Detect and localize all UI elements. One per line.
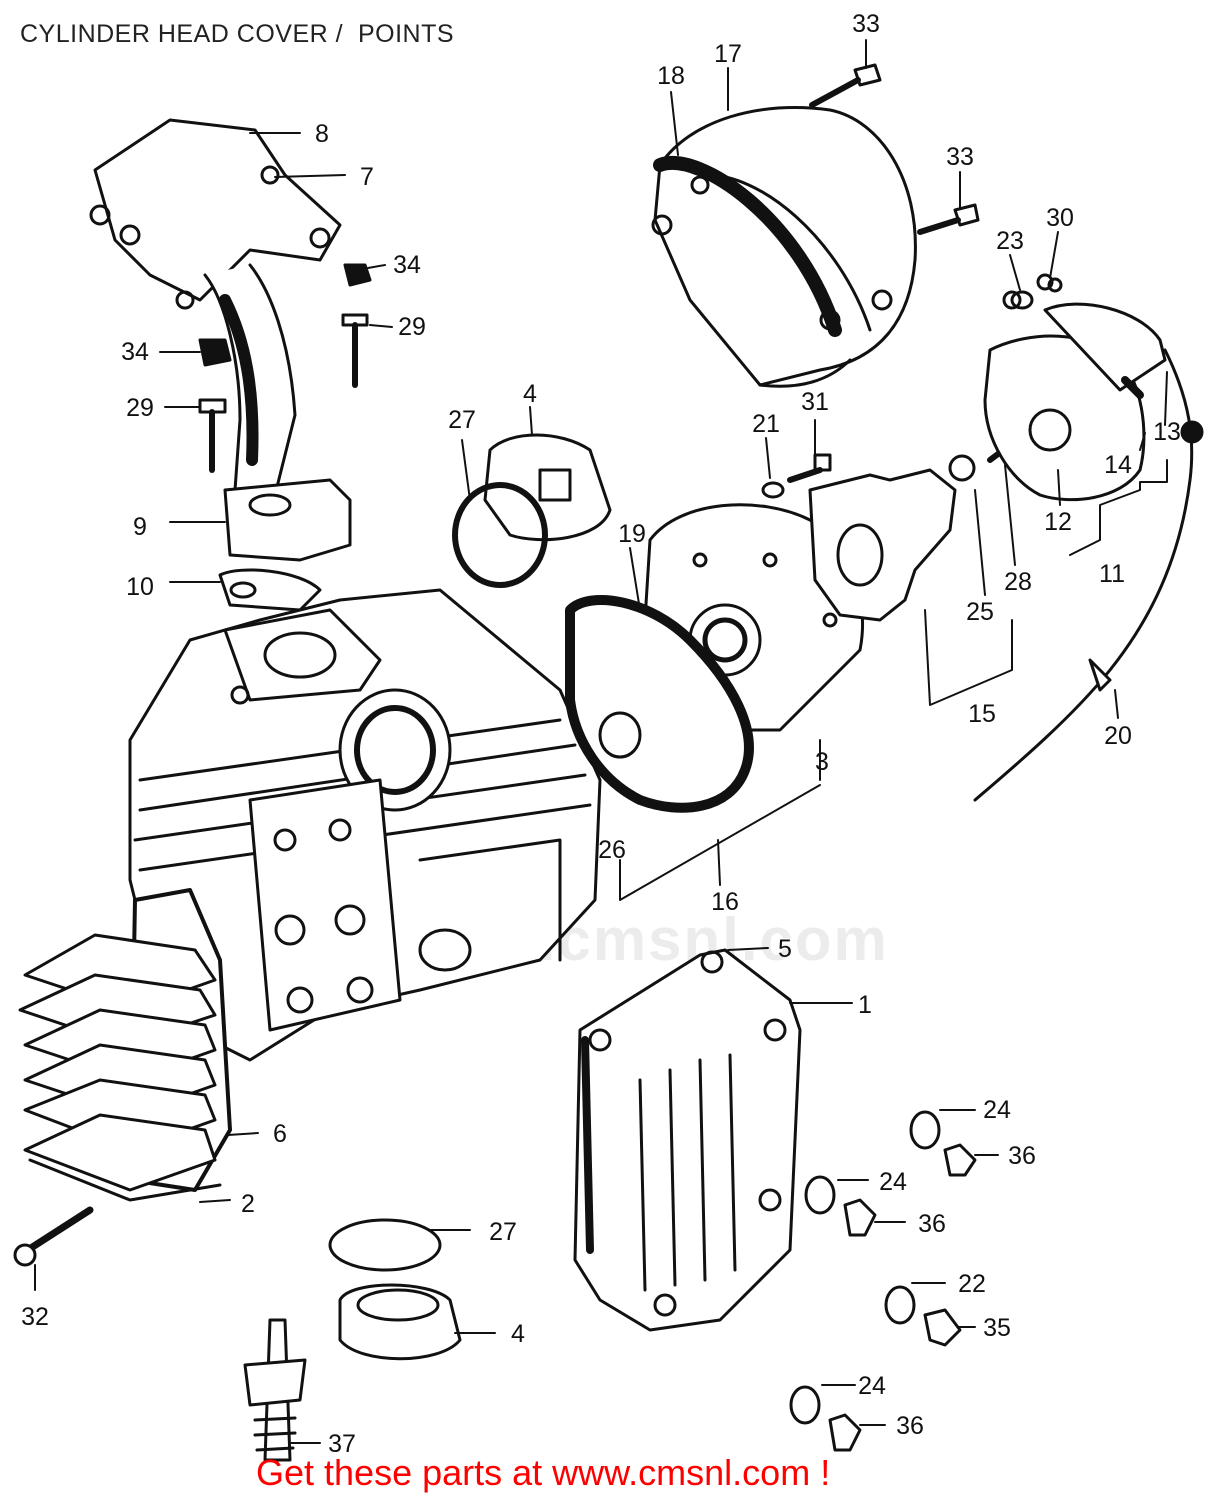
callout-14: 14 [1104, 451, 1132, 479]
callout-32: 32 [21, 1303, 49, 1331]
callout-7: 7 [360, 163, 374, 191]
callout-11: 11 [1099, 560, 1125, 588]
callout-25: 25 [966, 598, 994, 626]
callout-33b: 33 [946, 143, 974, 171]
callout-18: 18 [657, 62, 685, 90]
callout-35: 35 [983, 1314, 1011, 1342]
breaker-plate [973, 277, 1204, 802]
spark-plug [243, 1318, 307, 1462]
cylinder-fins [18, 888, 232, 1202]
callout-36a: 36 [1008, 1142, 1036, 1170]
callout-37: 37 [328, 1430, 356, 1458]
callout-29b: 29 [126, 394, 154, 422]
callout-4b: 4 [511, 1320, 525, 1348]
callout-34b: 34 [121, 338, 149, 366]
filler-cap-lower [328, 1218, 462, 1361]
callout-27b: 27 [489, 1218, 517, 1246]
callout-15: 15 [968, 700, 996, 728]
callout-24a: 24 [983, 1096, 1011, 1124]
callout-23: 23 [996, 227, 1024, 255]
callout-12: 12 [1044, 508, 1072, 536]
head-cover [573, 948, 802, 1332]
callout-16: 16 [711, 888, 739, 916]
callout-20: 20 [1104, 722, 1132, 750]
page-title: CYLINDER HEAD COVER / POINTS [20, 20, 455, 48]
footer-link[interactable]: Get these parts at www.cmsnl.com ! [256, 1452, 831, 1493]
callout-13: 13 [1153, 418, 1181, 446]
filler-cap-upper [452, 433, 612, 588]
callout-34a: 34 [393, 251, 421, 279]
points-cover [651, 106, 917, 388]
callout-33a: 33 [852, 10, 880, 38]
callout-17: 17 [714, 40, 742, 68]
callout-6: 6 [273, 1120, 287, 1148]
callout-24b: 24 [879, 1168, 907, 1196]
callout-21: 21 [752, 410, 780, 438]
callout-labels: 33 17 18 33 30 23 8 7 34 29 34 29 27 4 2… [21, 10, 1181, 1458]
callout-1: 1 [858, 991, 872, 1019]
callout-9: 9 [133, 513, 147, 541]
gasket [565, 595, 754, 813]
callout-22: 22 [958, 1270, 986, 1298]
intake-pipe [89, 118, 352, 612]
leader-lines [34, 39, 1168, 1444]
callout-27a: 27 [448, 406, 476, 434]
callout-5: 5 [778, 935, 792, 963]
points-base [808, 427, 1033, 622]
callout-26: 26 [598, 836, 626, 864]
fasteners [13, 63, 1054, 1452]
callout-3: 3 [815, 748, 829, 776]
callout-28: 28 [1004, 568, 1032, 596]
callout-24c: 24 [858, 1372, 886, 1400]
callout-29a: 29 [398, 313, 426, 341]
callout-4a: 4 [523, 380, 537, 408]
callout-10: 10 [126, 573, 154, 601]
callout-30: 30 [1046, 204, 1074, 232]
callout-2: 2 [241, 1190, 255, 1218]
callout-36b: 36 [918, 1210, 946, 1238]
callout-36c: 36 [896, 1412, 924, 1440]
callout-8: 8 [315, 120, 329, 148]
callout-19: 19 [618, 520, 646, 548]
callout-31: 31 [801, 388, 829, 416]
cylinder-head [128, 588, 602, 1062]
